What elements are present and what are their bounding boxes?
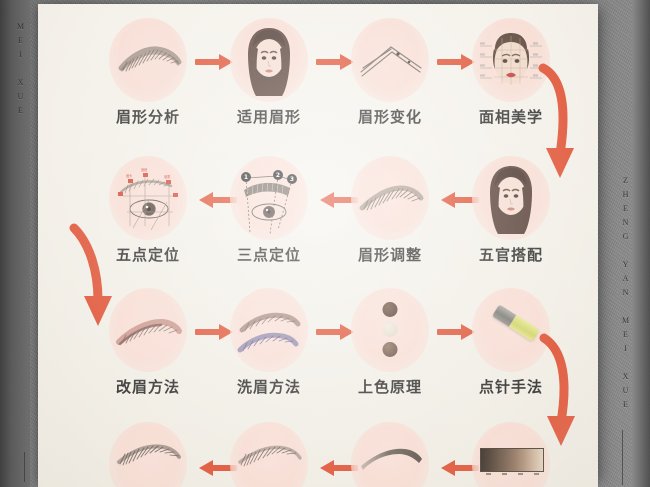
- arrow-r4-1: [195, 460, 237, 476]
- pigment-dot-light-icon: [382, 322, 398, 337]
- node-final-eyebrow-strokes[interactable]: [224, 422, 314, 487]
- arrow-r2-3: [437, 192, 479, 208]
- node-label: 上色原理: [357, 378, 422, 396]
- woman-face-features-icon: [490, 166, 532, 234]
- disc-pigment-color-chart: [472, 422, 550, 487]
- svg-text:▤▤: ▤▤: [480, 74, 485, 77]
- svg-text:▤▤: ▤▤: [480, 64, 485, 67]
- disc-final-eyebrow-dense: [109, 422, 187, 487]
- node-eyebrow-adjustment[interactable]: 眉形调整: [345, 156, 435, 265]
- workflow-diagram: 眉形分析 适用眉形: [38, 4, 598, 487]
- node-label: 面相美学: [478, 108, 543, 126]
- node-pigment-principle[interactable]: 上色原理: [345, 288, 435, 397]
- disc-suitable-eyebrow: [230, 18, 308, 102]
- node-label: 眉形变化: [357, 108, 422, 126]
- pigment-dot-dark-icon: [382, 302, 398, 317]
- disc-eyebrow-variation: [351, 18, 429, 102]
- disc-final-eyebrow-strokes: [230, 422, 308, 487]
- disc-five-point-positioning: 眉头 眉峰眉尾: [109, 156, 187, 240]
- side-caption-left: MEI XUE: [16, 22, 25, 120]
- frame-rule-right: [622, 430, 623, 485]
- node-label: 五点定位: [115, 246, 180, 264]
- pigment-color-chart-icon: [480, 448, 544, 472]
- curve-arrow-right-down-2: [516, 332, 586, 450]
- eyebrow-removal-icon: [230, 288, 308, 372]
- node-label: 洗眉方法: [236, 378, 301, 396]
- curve-arrow-right-down: [513, 62, 583, 182]
- arrow-r1-1: [195, 54, 237, 70]
- eyebrow-finished-dense-icon: [109, 422, 187, 487]
- disc-pigment-principle: [351, 288, 429, 372]
- eyebrow-natural-icon: [109, 18, 187, 102]
- arrow-r1-2: [316, 54, 358, 70]
- arrow-r3-3: [437, 324, 479, 340]
- pigment-chart-ticks: [480, 473, 544, 479]
- svg-text:2: 2: [276, 172, 280, 179]
- frame-left-shadow: [0, 0, 30, 487]
- arrow-r3-2: [316, 324, 358, 340]
- svg-text:▤▤: ▤▤: [533, 42, 538, 45]
- svg-text:眉头: 眉头: [126, 173, 133, 178]
- eyebrow-base-shade-icon: [351, 422, 429, 487]
- eyebrow-adjusted-icon: [351, 156, 429, 240]
- arrow-r4-2: [316, 460, 358, 476]
- arrow-r2-2: [316, 192, 358, 208]
- svg-text:1: 1: [244, 174, 248, 181]
- disc-base-shade-eyebrow: [351, 422, 429, 487]
- node-eyebrow-correction[interactable]: 改眉方法: [103, 288, 193, 397]
- disc-eyebrow-adjustment: [351, 156, 429, 240]
- disc-eyebrow-analysis: [109, 18, 187, 102]
- node-label: 眉形调整: [357, 246, 422, 264]
- node-label: 改眉方法: [115, 378, 180, 396]
- svg-text:▤▤: ▤▤: [480, 53, 485, 56]
- disc-eyebrow-correction: [109, 288, 187, 372]
- woman-face-illustration-icon: [248, 28, 290, 96]
- side-caption-right: ZHENG YAN MEI XUE: [621, 176, 630, 414]
- eye-three-point-measure-icon: 1 2 3: [230, 156, 308, 240]
- eye-five-point-measure-icon: 眉头 眉峰眉尾: [109, 156, 187, 240]
- svg-text:眉峰: 眉峰: [141, 167, 148, 172]
- frame-right-shadow: [632, 0, 650, 487]
- eyebrow-outline-shape-icon: [351, 18, 429, 102]
- node-eyebrow-removal[interactable]: 洗眉方法: [224, 288, 314, 397]
- node-eyebrow-variation[interactable]: 眉形变化: [345, 18, 435, 127]
- arrow-r1-3: [437, 54, 479, 70]
- svg-text:3: 3: [290, 176, 294, 183]
- arrow-r2-1: [195, 192, 237, 208]
- node-final-eyebrow-dense[interactable]: [103, 422, 193, 487]
- poster-paper: 眉形分析 适用眉形: [38, 4, 598, 487]
- node-label: 三点定位: [236, 246, 301, 264]
- node-base-shade-eyebrow[interactable]: [345, 422, 435, 487]
- frame-rule-left: [24, 452, 25, 482]
- disc-face-aesthetics: ▤▤ ▤▤ ▤▤ ▤▤ ▤▤ ▤▤ ▤▤ ▤▤: [472, 18, 550, 102]
- node-label: 五官搭配: [478, 246, 543, 264]
- svg-text:▤▤: ▤▤: [480, 42, 485, 45]
- node-five-point-positioning[interactable]: 眉头 眉峰眉尾 五点定位: [103, 156, 193, 265]
- node-label: 点针手法: [478, 378, 543, 396]
- node-face-aesthetics[interactable]: ▤▤ ▤▤ ▤▤ ▤▤ ▤▤ ▤▤ ▤▤ ▤▤ 面相美学: [466, 18, 556, 127]
- disc-eyebrow-removal: [230, 288, 308, 372]
- svg-text:▤▤: ▤▤: [533, 74, 538, 77]
- disc-needle-technique: [472, 288, 550, 372]
- pigment-dot-medium-icon: [382, 342, 398, 357]
- arrow-r3-1: [195, 324, 237, 340]
- arrow-r4-3: [437, 460, 479, 476]
- node-label: 适用眉形: [236, 108, 301, 126]
- svg-text:▤▤: ▤▤: [533, 64, 538, 67]
- node-eyebrow-analysis[interactable]: 眉形分析: [103, 18, 193, 127]
- node-label: 眉形分析: [115, 108, 180, 126]
- disc-three-point-positioning: 1 2 3: [230, 156, 308, 240]
- eyebrow-strokes-icon: [230, 422, 308, 487]
- node-facial-features-match[interactable]: 五官搭配: [466, 156, 556, 265]
- node-needle-technique[interactable]: 点针手法: [466, 288, 556, 397]
- curve-arrow-left-down: [60, 222, 130, 332]
- node-suitable-eyebrow[interactable]: 适用眉形: [224, 18, 314, 127]
- svg-text:▤▤: ▤▤: [533, 53, 538, 56]
- svg-text:眉尾: 眉尾: [164, 174, 170, 179]
- disc-facial-features-match: [472, 156, 550, 240]
- node-pigment-color-chart[interactable]: [466, 422, 556, 487]
- node-three-point-positioning[interactable]: 1 2 3 三点定位: [224, 156, 314, 265]
- eyebrow-correction-icon: [109, 288, 187, 372]
- face-analysis-photo-icon: ▤▤ ▤▤ ▤▤ ▤▤ ▤▤ ▤▤ ▤▤ ▤▤: [480, 33, 542, 85]
